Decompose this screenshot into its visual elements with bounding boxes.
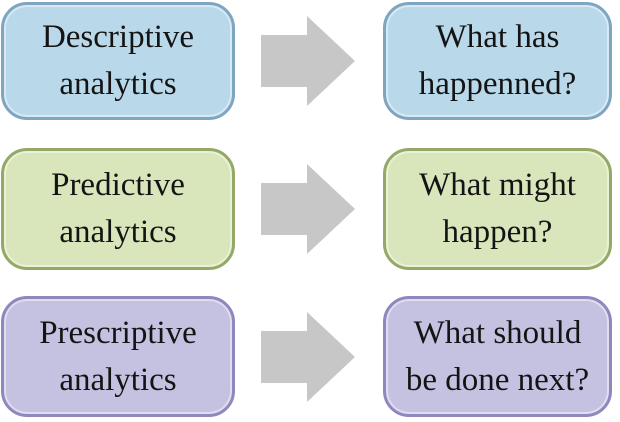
predictive-analytics-box: Predictive analytics bbox=[1, 148, 235, 270]
what-has-happenned-box: What has happenned? bbox=[383, 2, 612, 120]
predictive-analytics-label: Predictive analytics bbox=[51, 167, 185, 250]
right-arrow-icon bbox=[261, 16, 355, 106]
diagram-row-descriptive: Descriptive analytics What has happenned… bbox=[0, 2, 620, 120]
prescriptive-analytics-label: Prescriptive analytics bbox=[39, 314, 197, 398]
prescriptive-analytics-box: Prescriptive analytics bbox=[1, 296, 235, 417]
what-might-happen-box: What might happen? bbox=[383, 148, 612, 270]
descriptive-analytics-label: Descriptive analytics bbox=[41, 19, 195, 102]
what-has-happenned-label: What has happenned? bbox=[418, 19, 577, 102]
what-should-be-done-next-label: What should be done next? bbox=[405, 314, 590, 398]
right-arrow-icon bbox=[261, 311, 355, 402]
right-arrow-shape bbox=[261, 311, 355, 402]
what-might-happen-label: What might happen? bbox=[419, 167, 576, 250]
right-arrow-shape bbox=[261, 164, 355, 254]
what-should-be-done-next-box: What should be done next? bbox=[383, 296, 612, 417]
right-arrow-shape bbox=[261, 16, 355, 106]
descriptive-analytics-box: Descriptive analytics bbox=[1, 2, 235, 120]
diagram-row-predictive: Predictive analytics What might happen? bbox=[0, 148, 620, 270]
right-arrow-icon bbox=[261, 164, 355, 254]
diagram-row-prescriptive: Prescriptive analytics What should be do… bbox=[0, 296, 620, 417]
